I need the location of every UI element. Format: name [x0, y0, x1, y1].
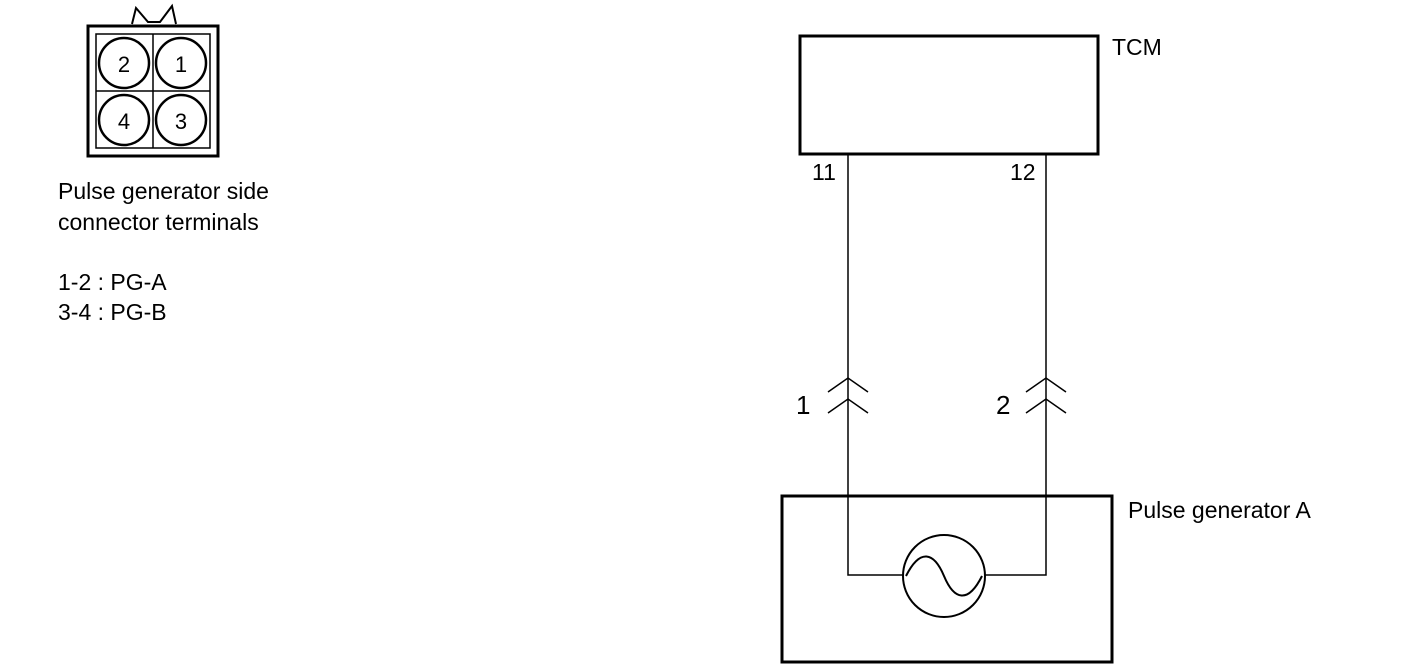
connector-caption-line2: connector terminals [58, 209, 259, 235]
tcm-label: TCM [1112, 34, 1162, 60]
connector-terminal-circle [97, 93, 151, 147]
wires [847, 154, 1047, 576]
connector-terminal-circle [154, 36, 208, 90]
ac-source-icon [902, 534, 986, 618]
wire-right [985, 154, 1047, 576]
connector-caption-line1: Pulse generator side [58, 178, 269, 204]
tcm-box [798, 34, 1100, 156]
connector-terminal-circle [154, 93, 208, 147]
connector-terminal-label: 1 [175, 52, 187, 77]
legend-pg-b: 3-4 : PG-B [58, 299, 167, 325]
connector-terminal-circle [97, 36, 151, 90]
pulse-generator-box [780, 494, 1114, 664]
connector-terminal-label: 3 [175, 109, 187, 134]
harness-connector-right [1025, 377, 1067, 414]
tcm-pin-12-label: 12 [1010, 159, 1036, 185]
harness-pin-1-label: 1 [796, 390, 810, 420]
connector-housing [86, 24, 220, 158]
legend-pg-a: 1-2 : PG-A [58, 269, 167, 295]
connector-terminal-label: 4 [118, 109, 130, 134]
tcm-pin-11-label: 11 [812, 159, 836, 185]
connector-terminal-label: 2 [118, 52, 130, 77]
wire-left [847, 154, 903, 576]
harness-pin-2-label: 2 [996, 390, 1010, 420]
connector-face-view [86, 3, 220, 158]
sine-wave-icon [905, 555, 983, 597]
connector-lock-tab [131, 3, 177, 25]
harness-connector-left [827, 377, 869, 414]
pulse-generator-label: Pulse generator A [1128, 497, 1312, 523]
